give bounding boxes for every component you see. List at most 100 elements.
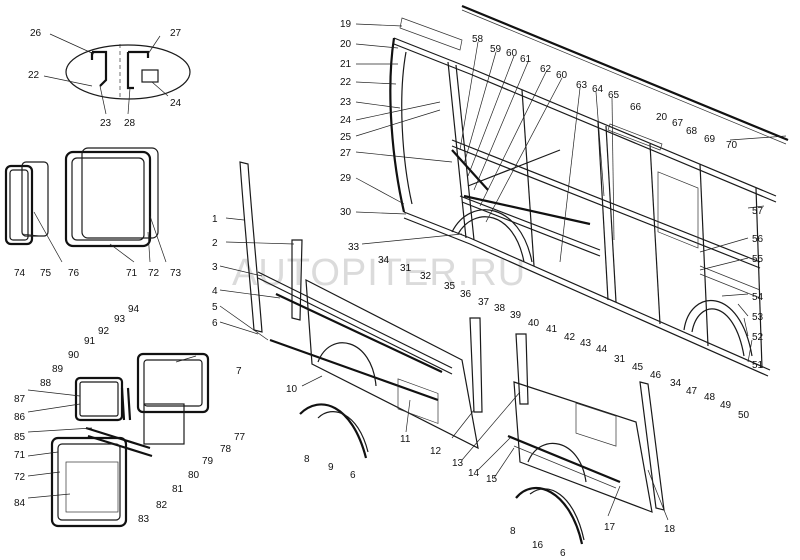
callout-label: 2: [212, 238, 218, 249]
callout-label: 86: [14, 412, 26, 423]
callout-label: 76: [68, 268, 80, 279]
callout-label: 25: [340, 132, 352, 143]
callout-label: 93: [114, 314, 126, 325]
callout-label: 26: [30, 28, 42, 39]
callout-label: 91: [84, 336, 96, 347]
callout-label: 23: [100, 118, 112, 129]
callout-label: 37: [478, 297, 490, 308]
callout-label: 9: [328, 462, 334, 473]
callout-label: 69: [704, 134, 716, 145]
callout-label: 22: [340, 77, 352, 88]
callout-label: 5: [212, 302, 218, 313]
callout-label: 28: [124, 118, 136, 129]
callout-label: 58: [472, 34, 484, 45]
callout-label: 57: [752, 206, 764, 217]
callout-label: 13: [452, 458, 464, 469]
leader-lines: [21, 23, 787, 521]
callout-label: 30: [340, 207, 352, 218]
callout-label: 15: [486, 474, 498, 485]
callout-label: 42: [564, 332, 576, 343]
callout-label: 84: [14, 498, 26, 509]
callout-label: 74: [14, 268, 26, 279]
callout-label: 63: [576, 80, 588, 91]
callout-label: 53: [752, 312, 764, 323]
callout-label: 31: [400, 263, 412, 274]
callout-label: 70: [726, 140, 738, 151]
callout-label: 90: [68, 350, 80, 361]
callout-label: 24: [340, 115, 352, 126]
callout-label: 40: [528, 318, 540, 329]
callout-label: 78: [220, 444, 232, 455]
callout-label: 19: [340, 19, 352, 30]
callout-label: 79: [202, 456, 214, 467]
callout-label: 71: [14, 450, 26, 461]
callout-label: 75: [40, 268, 52, 279]
callout-label: 54: [752, 292, 764, 303]
callout-label: 52: [752, 332, 764, 343]
callout-label: 61: [520, 54, 532, 65]
callout-label: 71: [126, 268, 138, 279]
callout-label: 3: [212, 262, 218, 273]
callout-label: 43: [580, 338, 592, 349]
callout-label: 92: [98, 326, 110, 337]
callout-label: 46: [650, 370, 662, 381]
callout-label: 20: [656, 112, 668, 123]
side-panels: [239, 161, 665, 545]
callout-label: 14: [468, 468, 480, 479]
callout-label: 50: [738, 410, 750, 421]
callout-label: 64: [592, 84, 604, 95]
callout-label: 31: [614, 354, 626, 365]
callout-label: 77: [234, 432, 246, 443]
callout-label: 49: [720, 400, 732, 411]
callout-label: 85: [14, 432, 26, 443]
watermark: AUTOPITER.RU: [232, 252, 526, 294]
callout-label: 18: [664, 524, 676, 535]
callout-label: 73: [170, 268, 182, 279]
callout-label: 27: [340, 148, 352, 159]
callout-label: 55: [752, 254, 764, 265]
callout-label: 60: [506, 48, 518, 59]
callout-label: 20: [340, 39, 352, 50]
callout-label: 11: [400, 434, 411, 445]
callout-label: 8: [510, 526, 516, 537]
callout-label: 94: [128, 304, 140, 315]
callout-label: 56: [752, 234, 764, 245]
callout-label: 39: [510, 310, 522, 321]
callout-label: 33: [348, 242, 360, 253]
callout-label: 23: [340, 97, 352, 108]
callout-label: 34: [378, 255, 390, 266]
callout-label: 41: [546, 324, 558, 335]
callout-label: 34: [670, 378, 682, 389]
callout-label: 89: [52, 364, 64, 375]
callout-label: 22: [28, 70, 40, 81]
callout-label: 62: [540, 64, 552, 75]
callout-label: 48: [704, 392, 716, 403]
callout-label: 81: [172, 484, 184, 495]
callout-label: 24: [170, 98, 182, 109]
callout-label: 51: [752, 360, 764, 371]
callout-label: 7: [236, 366, 242, 377]
callout-label: 59: [490, 44, 502, 55]
callout-label: 27: [170, 28, 182, 39]
callout-label: 45: [632, 362, 644, 373]
callout-label: 68: [686, 126, 698, 137]
callout-label: 16: [532, 540, 544, 551]
callout-label: 87: [14, 394, 26, 405]
callout-label: 35: [444, 281, 456, 292]
callout-label: 6: [560, 548, 566, 559]
callout-label: 80: [188, 470, 200, 481]
callout-label: 36: [460, 289, 472, 300]
callout-label: 88: [40, 378, 52, 389]
callout-label: 6: [350, 470, 356, 481]
callout-label: 12: [430, 446, 442, 457]
callout-label: 1: [212, 214, 218, 225]
callout-label: 66: [630, 102, 642, 113]
callout-label: 44: [596, 344, 608, 355]
side-frame-assembly: [389, 4, 789, 377]
callout-label: 21: [340, 59, 352, 70]
callout-label: 29: [340, 173, 352, 184]
callout-label: 17: [604, 522, 616, 533]
window-assemblies: [4, 147, 210, 528]
